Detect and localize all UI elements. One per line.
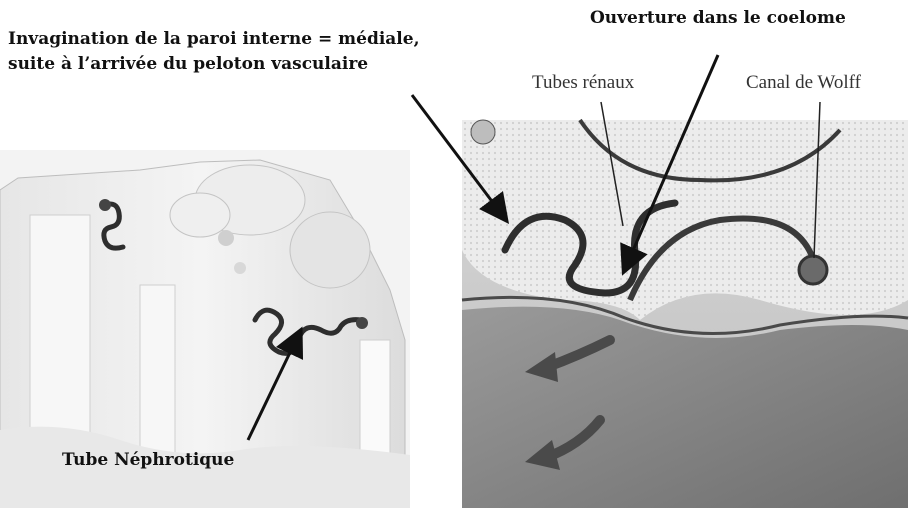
label-ouverture: Ouverture dans le coelome (590, 6, 846, 30)
label-canal-wolff: Canal de Wolff (746, 72, 861, 94)
label-invagination-line1: Invagination de la paroi interne = média… (8, 27, 420, 51)
label-tube-nephrotique: Tube Néphrotique (62, 448, 234, 472)
right-section-panel (462, 120, 908, 508)
label-invagination-line2: suite à l’arrivée du peloton vasculaire (8, 52, 368, 76)
label-tubes-renaux: Tubes rénaux (532, 72, 634, 94)
